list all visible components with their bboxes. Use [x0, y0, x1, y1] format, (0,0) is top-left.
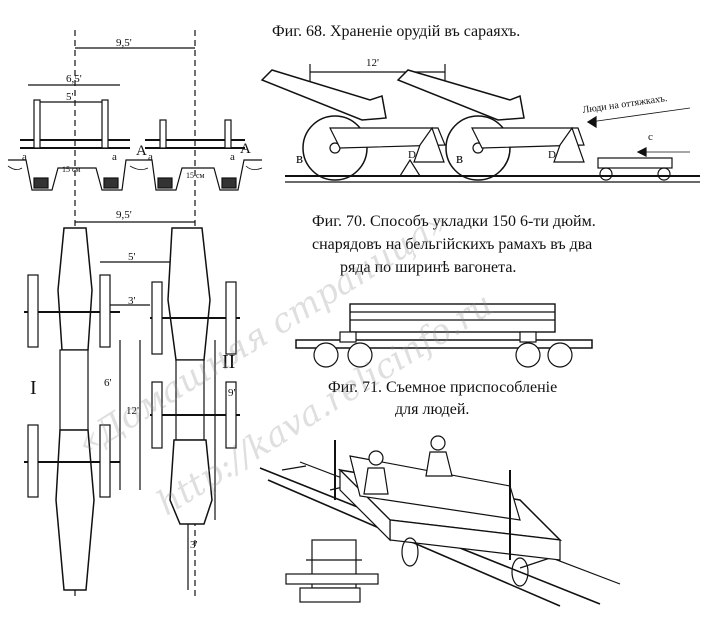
point-label: a: [148, 151, 153, 163]
dim-label: 15 см: [62, 165, 81, 174]
point-label: A: [240, 141, 251, 157]
point-label: a: [112, 151, 117, 163]
dim-label: 3': [128, 295, 136, 307]
dim-label: 6,5': [66, 73, 82, 85]
fig70-caption-line2: снарядовъ на бельгійскихъ рамахъ въ два: [312, 236, 593, 253]
dim-label: 3': [190, 539, 198, 551]
point-label: D: [548, 149, 556, 161]
dim-label: 9,5': [116, 37, 132, 49]
point-label: A: [136, 143, 147, 159]
fig70-caption-line1: Фиг. 70. Способъ укладки 150 6-ти дюйм.: [312, 213, 596, 230]
carriage-number-label: I: [30, 377, 37, 399]
fig70-caption-line3: ряда по ширинѣ вагонета.: [340, 259, 517, 276]
carriage-number-label: II: [222, 351, 236, 373]
dim-label: 5': [128, 251, 136, 263]
fig71-caption-line2: для людей.: [395, 401, 470, 418]
dim-label: 9,5': [116, 209, 132, 221]
point-label: D: [408, 149, 416, 161]
dim-label: 5': [66, 91, 74, 103]
dim-label: 15 см: [186, 171, 205, 180]
fig71-caption-line1: Фиг. 71. Съемное приспособленіе: [328, 379, 558, 396]
fig68-guns-drawing: [260, 64, 700, 183]
fig71-perspective-drawing: [259, 435, 621, 607]
point-label: в: [296, 151, 304, 167]
point-label: a: [22, 151, 27, 163]
track-cross-section: [7, 30, 263, 600]
dim-label: 9': [228, 387, 236, 399]
point-label: a: [230, 151, 235, 163]
point-label: в: [456, 151, 464, 167]
fig68-caption: Фиг. 68. Храненіе орудій въ сараяхъ.: [272, 23, 521, 40]
fig70-wagon-drawing: [295, 303, 593, 368]
dim-label: 12': [126, 405, 139, 417]
dim-label: 6': [104, 377, 112, 389]
carriage-plan-view: [24, 221, 240, 591]
point-label: c: [648, 131, 653, 143]
dim-label: 12': [366, 57, 379, 69]
